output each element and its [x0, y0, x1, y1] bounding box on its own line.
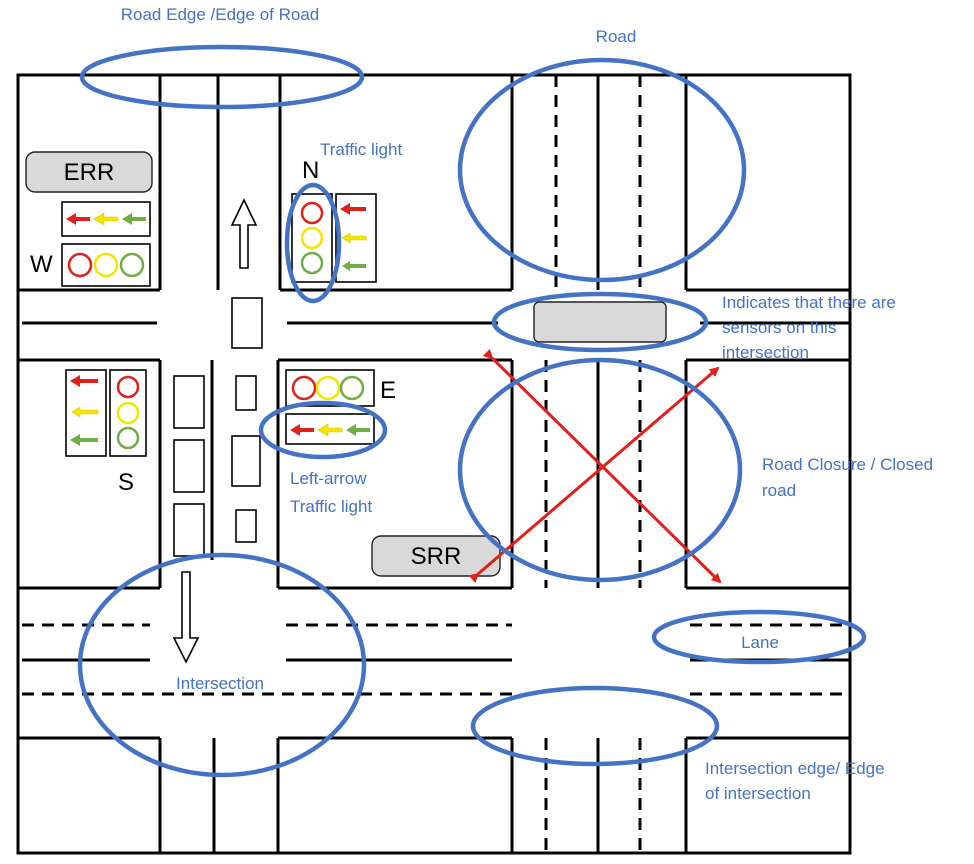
north-arrow-icon: [230, 198, 258, 269]
road-closure-x: [468, 348, 722, 584]
err-box: ERR: [25, 151, 153, 193]
road-edge-annotation: Road Edge /Edge of Road: [121, 5, 319, 24]
road-ring: [457, 57, 747, 283]
left-arrow-annotation-line1: Left-arrow: [290, 469, 367, 488]
map-frame: [16, 73, 852, 855]
intersection-annotation: Intersection: [176, 674, 264, 693]
lane-annotation: Lane: [741, 633, 779, 652]
traffic-light-north: [291, 193, 377, 283]
vehicles: [173, 297, 263, 557]
srr-box: SRR: [371, 535, 501, 577]
traffic-light-south: [65, 369, 147, 457]
south-arrow-icon: [172, 571, 200, 664]
car: [173, 439, 205, 493]
traffic-light-ring: [284, 182, 342, 304]
sensors-annotation-line2: sensors on this: [722, 318, 836, 337]
intersection-edge-annotation-line1: Intersection edge/ Edge: [705, 759, 885, 778]
road-closure-annotation-line2: road: [762, 481, 796, 500]
road-edge-ring: [79, 44, 365, 110]
road-closure-ring: [457, 357, 743, 583]
srr-label: SRR: [411, 543, 462, 570]
road-annotation: Road: [596, 27, 637, 46]
car: [173, 503, 205, 557]
label-s: S: [118, 469, 134, 496]
intersection-ring: [77, 552, 367, 778]
sensors-annotation-line3: intersection: [722, 343, 809, 362]
left-arrow-annotation-line2: Traffic light: [290, 497, 372, 516]
road-closure-annotation-line1: Road Closure / Closed: [762, 455, 933, 474]
intersection-edge-annotation-line2: of intersection: [705, 784, 811, 803]
traffic-light-east: [285, 369, 375, 445]
car: [231, 435, 261, 487]
car: [231, 297, 263, 349]
sensor-indicator: [533, 301, 667, 343]
traffic-light-annotation: Traffic light: [320, 140, 402, 159]
car: [235, 375, 257, 411]
car: [235, 509, 257, 543]
sensor-ring: [491, 291, 709, 353]
left-arrow-ring: [258, 400, 388, 460]
label-n: N: [302, 157, 319, 184]
intersection-edge-ring: [470, 685, 720, 767]
err-label: ERR: [64, 159, 115, 186]
left-arrow-icon: [66, 212, 146, 226]
label-e: E: [380, 377, 396, 404]
traffic-light-west: [61, 201, 151, 287]
car: [173, 375, 205, 429]
label-w: W: [30, 251, 53, 278]
sensors-annotation-line1: Indicates that there are: [722, 293, 896, 312]
lane-ring: [651, 609, 867, 665]
